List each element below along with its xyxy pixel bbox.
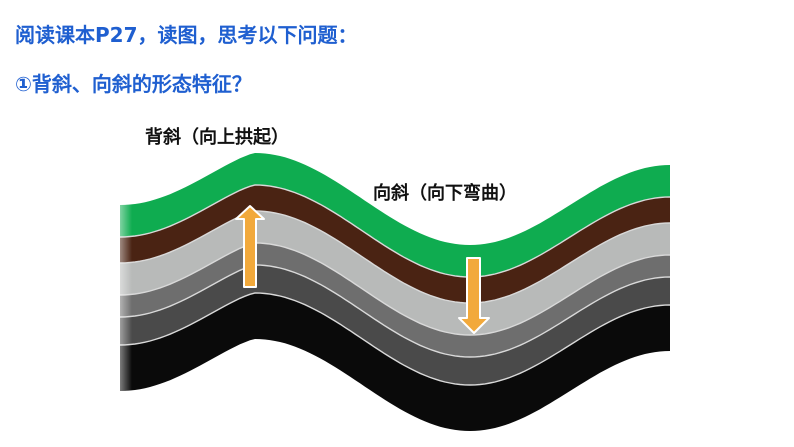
layer-boundary xyxy=(119,242,671,336)
layer-black xyxy=(120,293,670,431)
edge-fade xyxy=(118,180,132,415)
layer-boundary xyxy=(119,184,671,278)
layer-surface xyxy=(120,153,670,277)
layer-dark-gray xyxy=(120,265,670,385)
rock-layers xyxy=(119,153,671,431)
anticline-label: 背斜（向上拱起） xyxy=(145,127,289,148)
layer-light-gray xyxy=(120,211,670,335)
question-heading: 阅读课本P27，读图，思考以下问题： xyxy=(15,23,358,47)
layer-boundary xyxy=(119,292,671,386)
layer-mid-gray xyxy=(120,243,670,357)
up-arrow xyxy=(235,205,265,288)
syncline-label: 向斜（向下弯曲） xyxy=(373,183,517,204)
layer-boundary xyxy=(119,210,671,304)
layer-brown xyxy=(120,185,670,303)
down-arrow xyxy=(458,257,490,334)
question-item-1: ①背斜、向斜的形态特征？ xyxy=(15,72,252,96)
layer-boundary xyxy=(119,264,671,358)
